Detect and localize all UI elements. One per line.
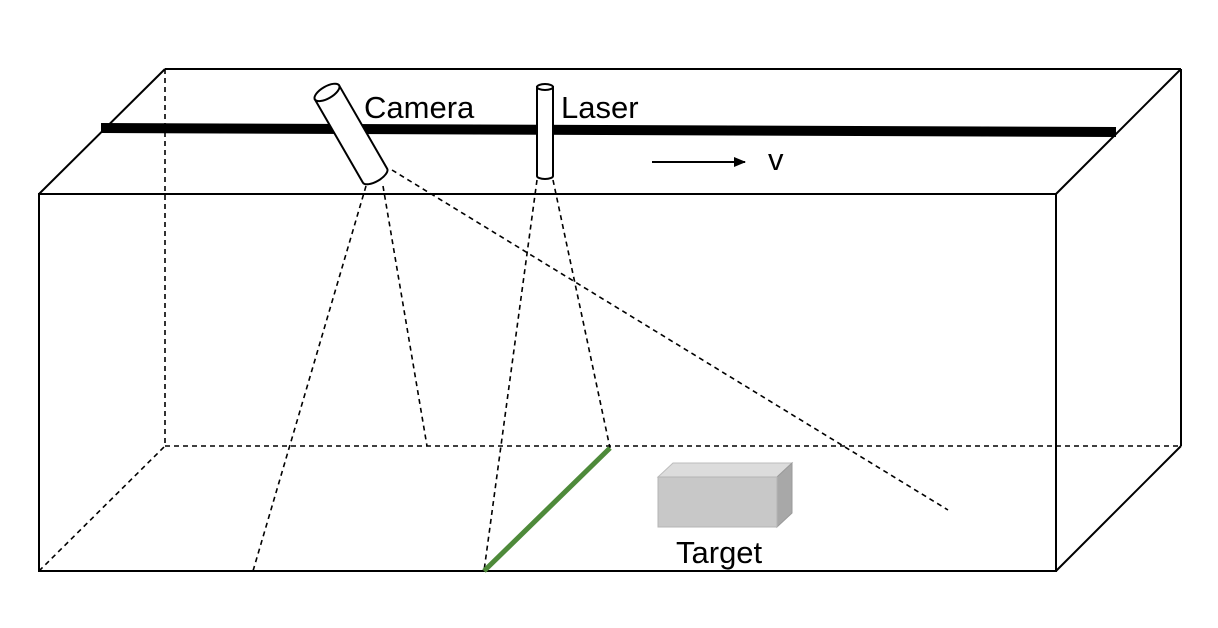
laser-fan-lines (483, 179, 611, 572)
camera-body-top-cap (313, 82, 341, 103)
laser-body-top-cap (536, 83, 554, 91)
laser-body (536, 83, 554, 180)
box-hidden-bottom-left-edge (38, 445, 166, 572)
box-top-right-edge (1055, 68, 1182, 195)
target-object (656, 461, 794, 529)
velocity-label: v (768, 142, 784, 177)
target-label: Target (676, 535, 763, 570)
laser-fan-left-line (483, 179, 538, 572)
camera-fov-right-line (382, 185, 428, 447)
box-solid-edges (38, 68, 1182, 572)
camera-body (313, 82, 389, 186)
box-hidden-edges (38, 69, 1181, 572)
target-top-face (656, 462, 794, 478)
box-front-face (38, 193, 1057, 572)
camera-label: Camera (364, 90, 475, 125)
camera-view-lines (252, 169, 949, 572)
camera-fov-left-line (252, 185, 367, 572)
box-bottom-right-edge (1055, 445, 1182, 572)
laser-line-on-floor (482, 446, 612, 573)
laser-label: Laser (561, 90, 639, 125)
target-front-face (657, 476, 778, 528)
gantry-rail (100, 123, 1117, 137)
laser-fan-right-line (552, 179, 611, 449)
camera-ray-line (391, 169, 949, 511)
